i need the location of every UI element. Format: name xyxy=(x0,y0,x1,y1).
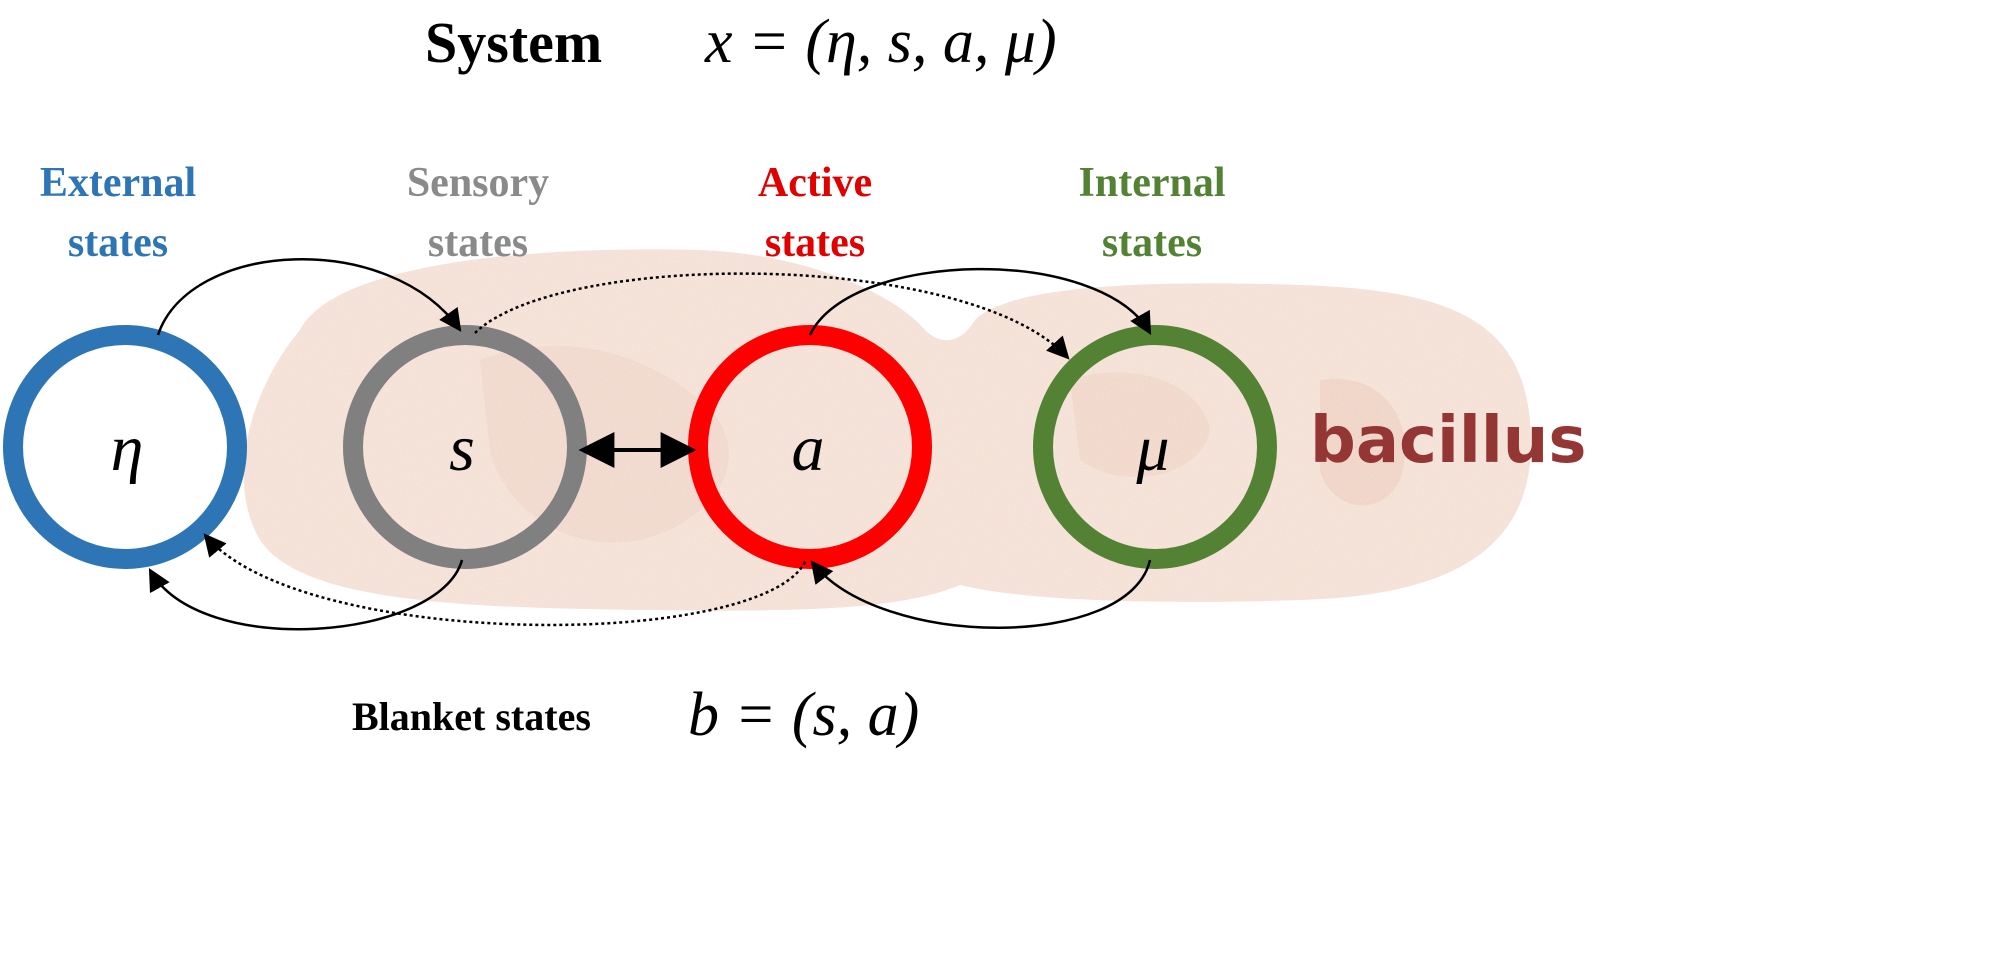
blanket-equation: b = (s, a) xyxy=(688,681,919,749)
external-state-node xyxy=(3,325,247,569)
blanket-states-label: Blanket states xyxy=(352,694,591,739)
system-label: System xyxy=(425,10,602,75)
sensory-states-label-line1: Sensory xyxy=(407,160,549,206)
active-states-label-line1: Active xyxy=(758,160,872,206)
a-symbol: a xyxy=(792,412,825,485)
arrow-active-to-internal xyxy=(808,267,1152,336)
dotted-arrow-sensory-to-internal xyxy=(474,272,1070,360)
mu-symbol: μ xyxy=(1135,412,1169,485)
active-states-label-line2: states xyxy=(765,220,865,266)
external-states-label-line1: External xyxy=(40,160,196,206)
sensory-states-label-line2: states xyxy=(428,220,528,266)
internal-states-label-line1: Internal xyxy=(1079,160,1226,206)
s-symbol: s xyxy=(449,412,475,485)
internal-states-label-line2: states xyxy=(1102,220,1202,266)
internal-state-node xyxy=(1033,325,1277,569)
system-equation: x = (η, s, a, μ) xyxy=(704,8,1057,76)
external-states-label-line2: states xyxy=(68,220,168,266)
sensory-state-node xyxy=(343,325,587,569)
eta-symbol: η xyxy=(111,412,144,485)
dotted-arrow-active-to-external xyxy=(203,533,807,627)
arrow-sensory-to-external xyxy=(148,559,464,631)
bacillus-label: bacillus xyxy=(1310,404,1586,478)
arrow-external-to-sensory xyxy=(156,258,462,336)
arrow-internal-to-active xyxy=(810,559,1152,629)
